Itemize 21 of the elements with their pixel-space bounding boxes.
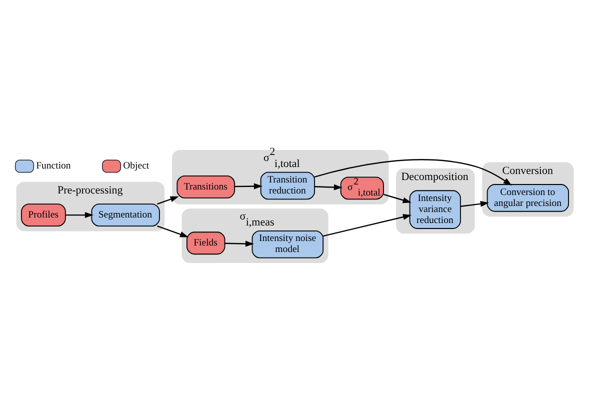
- node-box: Intensity variance reduction: [409, 190, 461, 228]
- arrow: [384, 193, 412, 203]
- arrow: [322, 214, 412, 236]
- arrow: [460, 200, 489, 207]
- arrow: [157, 225, 189, 237]
- arrow: [224, 240, 254, 246]
- arrow: [314, 184, 342, 190]
- arrow: [314, 158, 512, 186]
- node-box: Transition reduction: [260, 171, 315, 200]
- arrow: [157, 196, 179, 204]
- node-label: 2: [270, 145, 276, 158]
- node-box: Fields: [186, 231, 226, 254]
- arrow: [234, 182, 262, 189]
- legend-label: Object: [123, 160, 150, 172]
- node-box: Transitions: [176, 175, 236, 198]
- node-box: Intensity noise model: [252, 230, 324, 258]
- node-box: Profiles: [21, 203, 66, 226]
- arrow: [66, 212, 94, 218]
- node-box: Conversion to angular precision: [486, 184, 569, 212]
- node-box: Segmentation: [91, 203, 160, 226]
- legend-label: Function: [36, 160, 71, 172]
